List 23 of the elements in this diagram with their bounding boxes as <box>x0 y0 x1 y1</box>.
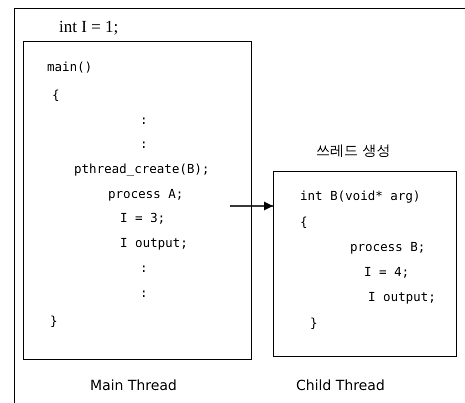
scope-frame <box>14 8 465 403</box>
code-line: { <box>300 214 308 230</box>
code-line: pthread_create(B); <box>74 161 210 177</box>
code-line: : <box>140 285 148 301</box>
code-line: I output; <box>368 289 436 305</box>
arrow <box>230 202 273 210</box>
code-line: process B; <box>350 239 426 255</box>
code-line: main() <box>47 59 92 75</box>
code-line: { <box>52 87 60 103</box>
code-line: I output; <box>120 235 188 251</box>
node-label: Child Thread <box>296 378 385 394</box>
code-line: I = 3; <box>120 210 166 226</box>
node-label: Main Thread <box>90 378 177 394</box>
code-line: } <box>50 313 58 329</box>
code-line: : <box>140 112 148 128</box>
code-line: : <box>140 260 148 276</box>
code-line: I = 4; <box>364 264 410 280</box>
code-line: int B(void* arg) <box>300 188 420 204</box>
code-line: } <box>310 315 318 331</box>
code-line: process A; <box>108 186 184 202</box>
code-line: int I = 1; <box>59 19 118 35</box>
box-heading: 쓰레드 생성 <box>316 143 390 159</box>
code-line: : <box>140 136 148 152</box>
